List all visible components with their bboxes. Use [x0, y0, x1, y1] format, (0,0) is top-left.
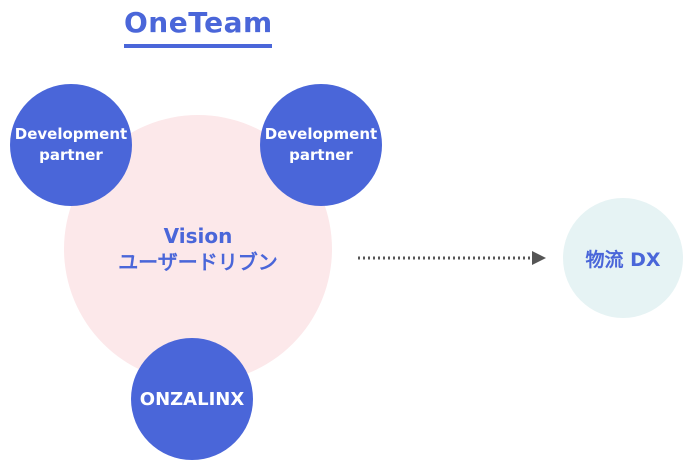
development-partner-left-circle: Development partner [10, 84, 132, 206]
dotted-arrow [358, 251, 546, 265]
partner-left-line2: partner [39, 146, 103, 164]
onzalinx-label: ONZALINX [139, 388, 245, 410]
user-driven-label: ユーザードリブン [118, 250, 278, 274]
onzalinx-circle: ONZALINX [131, 338, 253, 460]
logistics-dx-circle: 物流 DX [563, 198, 683, 318]
diagram-title: OneTeam [124, 6, 273, 39]
partner-right-line1: Development [264, 125, 378, 143]
partner-left-line1: Development [14, 125, 128, 143]
logistics-dx-label: 物流 DX [585, 248, 661, 271]
partner-right-line2: partner [289, 146, 353, 164]
title-underline [124, 44, 272, 48]
vision-label: Vision [163, 224, 233, 248]
arrow-head-icon [532, 251, 546, 265]
development-partner-right-circle: Development partner [260, 84, 382, 206]
